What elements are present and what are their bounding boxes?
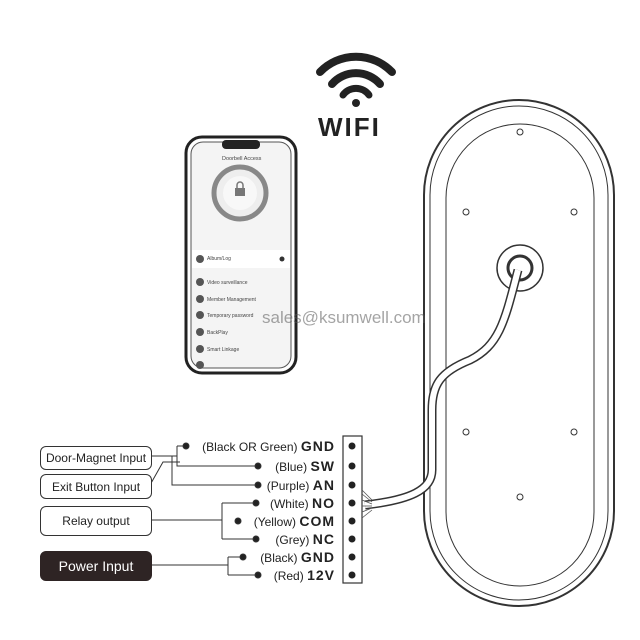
pin-name: AN [312,477,335,493]
pin-name: GND [300,438,335,454]
wire-color: (Grey) [275,533,310,547]
relay-output-box: Relay output [40,506,152,536]
wifi-label: WIFI [318,112,381,142]
phone-title: Doorbell Access [222,156,262,162]
leader-lines [149,442,262,579]
phone-menu-item: Video surveillance [207,280,248,286]
door-magnet-input-box: Door-Magnet Input [40,446,152,470]
wire-label-gnd: (Black OR Green) GND [202,438,335,455]
wire-color: (Red) [273,569,304,583]
wire-label-nc: (Grey) NC [275,531,335,548]
wire-color: (Yellow) [253,515,296,529]
phone-menu-item: BackPlay [207,330,228,336]
watermark: sales@ksumwell.com [262,308,426,327]
wire-label-no: (White) NO [270,495,335,512]
wire-label-sw: (Blue) SW [275,458,335,475]
phone-menu-item: Member Management [207,297,256,303]
phone-menu-item: Smart Linkage [207,347,240,353]
power-input-box: Power Input [40,551,152,581]
pin-name: NO [312,495,335,511]
wire-label-gnd-power: (Black) GND [260,549,335,566]
screw-holes [462,128,578,501]
terminal-connector [342,435,373,584]
smartphone [184,135,298,375]
pin-name: SW [310,458,335,474]
wire-label-com: (Yellow) COM [254,513,335,530]
phone-menu-item: Temporary password [207,313,254,319]
pin-name: NC [312,531,335,547]
pin-name: GND [300,549,335,565]
wifi-icon [316,52,396,107]
cable-grommet [496,244,544,292]
wire-color: (Black) [260,551,298,565]
wire-label-an: (Purple) AN [267,477,335,494]
wire-color: (Blue) [275,460,308,474]
phone-menu-item: Album/Log [207,256,231,262]
wire-color: (Purple) [266,479,310,493]
wire-label-12v: (Red) 12V [274,567,335,584]
exit-button-input-box: Exit Button Input [40,474,152,499]
access-control-device [364,99,615,607]
wire-color: (Black OR Green) [202,440,298,454]
wire-color: (White) [269,497,309,511]
pin-name: 12V [307,567,335,583]
pin-name: COM [299,513,335,529]
